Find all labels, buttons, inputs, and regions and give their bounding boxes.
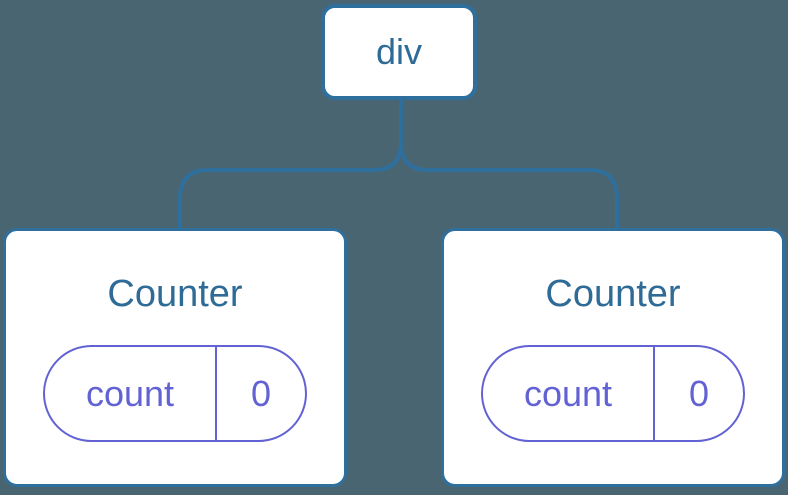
state-value: 0 xyxy=(688,372,710,414)
pill-divider xyxy=(215,347,217,440)
state-key: count xyxy=(85,372,175,414)
counter-card-left: Counter count 0 xyxy=(3,228,347,487)
state-key: count xyxy=(523,372,613,414)
pill-divider xyxy=(653,347,655,440)
root-node-label: div xyxy=(375,31,423,72)
counter-card-right: Counter count 0 xyxy=(441,228,785,487)
state-pill: count 0 xyxy=(481,345,745,442)
state-pill: count 0 xyxy=(43,345,307,442)
state-value: 0 xyxy=(250,372,272,414)
counter-title: Counter xyxy=(107,273,243,315)
connector-right-branch xyxy=(399,100,619,228)
connector-left-branch xyxy=(178,100,403,228)
counter-title: Counter xyxy=(545,273,681,315)
root-node-div: div xyxy=(321,4,477,100)
